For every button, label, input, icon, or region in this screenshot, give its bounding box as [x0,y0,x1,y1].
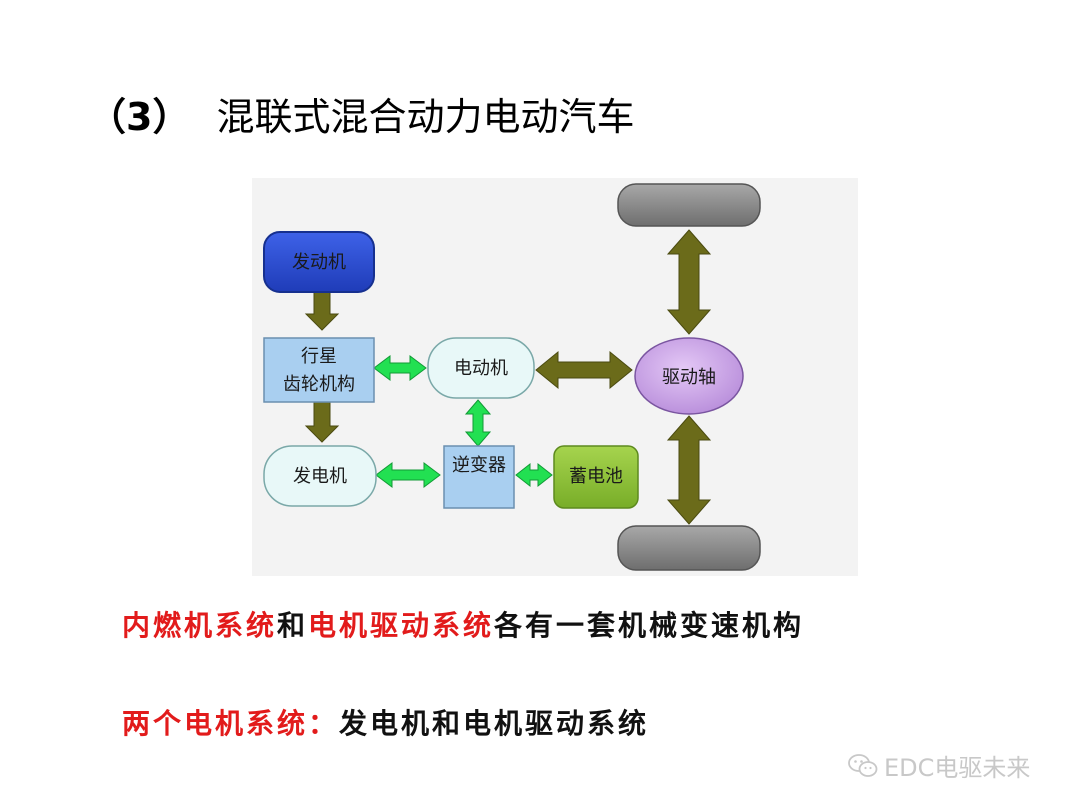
title-number: （3） [88,95,191,139]
wechat-icon [848,753,878,779]
arrow-wheel-top-axle [666,229,712,335]
watermark: EDC电驱未来 [848,748,1030,783]
arrow-generator-inverter [375,462,441,488]
line1-red-2: 电机驱动系统 [308,609,495,642]
title-text: 混联式混合动力电动汽车 [216,95,635,139]
line2-red: 两个电机系统： [122,707,340,740]
drive-axle-node [634,337,744,415]
generator-label: 发电机 [293,466,347,487]
motor-label: 电动机 [454,358,508,379]
arrow-planetary-motor [373,355,427,381]
arrow-motor-axle [535,350,633,390]
planetary-label-1: 行星 [301,346,337,367]
arrow-axle-wheel-bottom [666,415,712,525]
line2-black: 发电机和电机驱动系统 [339,707,650,740]
battery-label: 蓄电池 [569,466,623,487]
wheel-bottom [617,525,761,571]
generator-node [263,445,377,507]
text-line-2: 两个电机系统：发电机和电机驱动系统 [122,702,649,742]
arrow-inverter-battery [515,462,553,488]
arrow-engine-planetary [304,291,340,331]
planetary-label-2: 齿轮机构 [283,374,355,395]
hybrid-diagram: 发动机 行星 齿轮机构 电动机 发电机 逆变器 蓄电池 驱动轴 [252,178,858,576]
line1-black-1: 和 [277,609,309,642]
arrow-planetary-generator [304,401,340,443]
line1-red-1: 内燃机系统 [122,609,278,642]
wheel-top [617,183,761,227]
motor-node [427,337,535,399]
arrow-motor-inverter [464,399,492,447]
battery-node [553,445,639,509]
watermark-text: EDC电驱未来 [884,754,1031,782]
page-title: （3） 混联式混合动力电动汽车 [88,86,634,141]
line1-black-2: 各有一套机械变速机构 [494,609,805,642]
text-line-1: 内燃机系统和电机驱动系统各有一套机械变速机构 [122,604,804,644]
engine-label: 发动机 [292,252,346,273]
engine-node [263,231,375,293]
drive-axle-label: 驱动轴 [662,367,716,388]
inverter-node [443,445,515,509]
planetary-gear-node [263,337,375,403]
inverter-label: 逆变器 [452,455,506,476]
